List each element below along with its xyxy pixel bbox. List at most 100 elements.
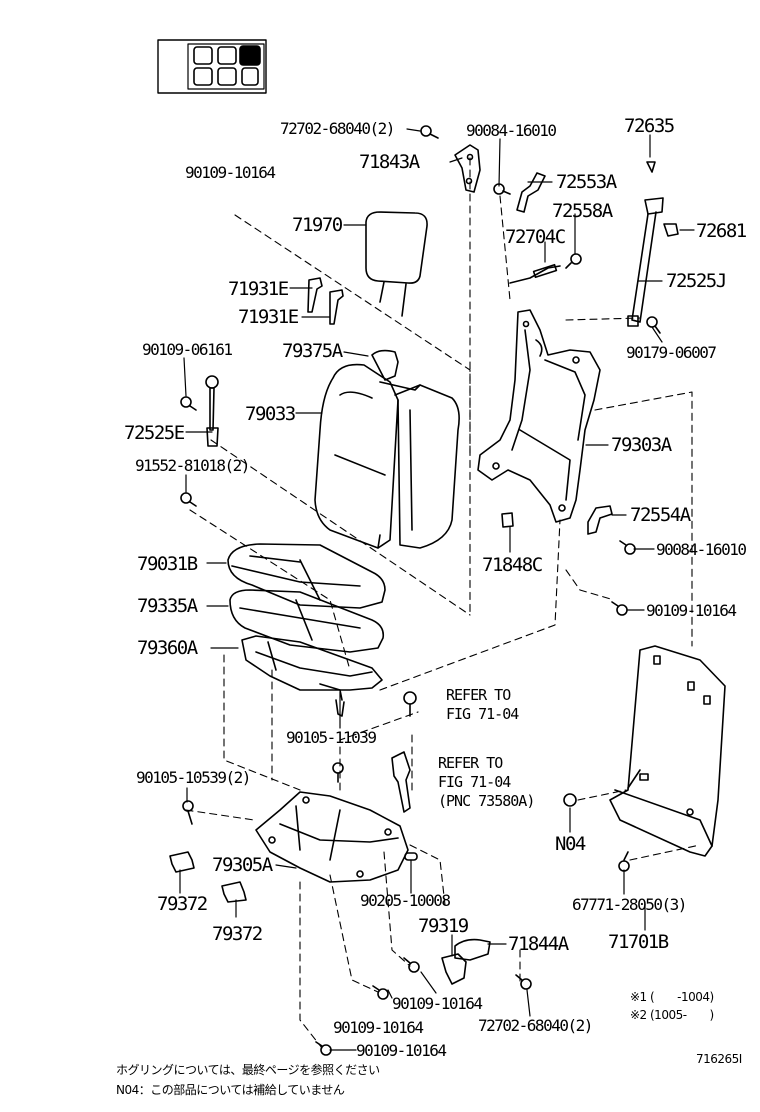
label-79305a: 79305A [212, 854, 273, 876]
bolt-90109-mid [611, 601, 628, 616]
label-72635: 72635 [624, 115, 675, 137]
figure-id: 716265I [696, 1052, 742, 1066]
bracket-72553a [516, 172, 546, 213]
label-71931e-b: 71931E [238, 306, 299, 328]
label-90205: 90205-10008 [360, 891, 451, 910]
cushion-frame-79360a [241, 635, 383, 717]
bolt-72558a [565, 253, 582, 269]
bolt-90109-b1 [403, 957, 420, 973]
refer-note-1: REFER TO FIG 71-04 [446, 686, 519, 724]
clip-n04 [563, 793, 577, 807]
label-71931e-a: 71931E [228, 278, 289, 300]
bolt-90084-mid [619, 540, 636, 555]
refer-note-1-line1: REFER TO [446, 686, 511, 704]
clip-67771 [618, 851, 630, 872]
refer-note-2-line2: FIG 71-04 [438, 773, 511, 791]
seat-position-indicator-icon [157, 39, 267, 94]
headrest-71970 [365, 211, 428, 317]
bolt-90109-b2 [372, 985, 389, 1000]
label-90109-a: 90109-10164 [185, 163, 276, 182]
cushion-cover-79031b [227, 543, 386, 609]
clip-71848c [501, 512, 514, 528]
bracket-71843a [454, 144, 481, 193]
label-71970: 71970 [292, 214, 343, 236]
label-79303a: 79303A [611, 434, 672, 456]
footnote-n04: N04：この部品については補給していません [116, 1083, 345, 1097]
label-72553a: 72553A [556, 171, 617, 193]
label-72558a: 72558A [552, 200, 613, 222]
label-90109-b2: 90109-10164 [333, 1018, 424, 1037]
leader-lines [179, 128, 695, 1051]
cable-72704c [509, 263, 561, 284]
cover-71844a [454, 938, 491, 961]
label-90084-top: 90084-16010 [466, 121, 557, 140]
label-79372-a: 79372 [157, 893, 208, 915]
bolt-72702-bottom [515, 974, 532, 990]
label-79372-b: 79372 [212, 923, 263, 945]
refer-note-1-line2: FIG 71-04 [446, 705, 519, 723]
label-79031b: 79031B [137, 553, 198, 575]
label-90109-mid: 90109-10164 [646, 601, 737, 620]
label-91552: 91552-81018(2) [135, 456, 250, 475]
bolt-91552 [180, 492, 197, 507]
buckle-73580a [391, 751, 411, 813]
clip-72681 [663, 223, 679, 237]
bracket-79319 [441, 953, 467, 985]
seat-frame-79305a [255, 791, 409, 883]
footnote-hog-ring: ホグリングについては、最終ページを参照ください [116, 1063, 380, 1077]
refer-note-2-line1: REFER TO [438, 754, 503, 772]
label-79335a: 79335A [137, 595, 198, 617]
bolt-90084-top [493, 183, 511, 195]
label-90109-b1: 90109-10164 [392, 994, 483, 1013]
label-90105-10539: 90105-10539(2) [136, 768, 251, 787]
label-71844a: 71844A [508, 933, 569, 955]
bolt-refer-1 [403, 691, 417, 717]
seatback-79033 [314, 349, 460, 549]
label-90179: 90179-06007 [626, 343, 717, 362]
label-72554a: 72554A [630, 504, 691, 526]
back-board-71701b [609, 645, 726, 857]
variant-note-2: ※2 (1005- ) [630, 1008, 714, 1022]
label-71843a: 71843A [359, 151, 420, 173]
guide-71931e-b [329, 289, 344, 325]
label-79033: 79033 [245, 403, 296, 425]
label-72681: 72681 [696, 220, 747, 242]
guide-71931e-a [307, 277, 323, 313]
bolt-90105-10539 [182, 800, 194, 825]
label-72525j: 72525J [666, 270, 727, 292]
bracket-72554a [587, 505, 613, 535]
label-72702-top: 72702-68040(2) [280, 119, 395, 138]
label-90109-06161: 90109-06161 [142, 340, 233, 359]
assembly-dashed-lines [185, 157, 701, 1049]
label-71848c: 71848C [482, 554, 543, 576]
label-90109-b3: 90109-10164 [356, 1041, 447, 1060]
rod-72525j [627, 161, 664, 327]
label-79319: 79319 [418, 915, 469, 937]
variant-note-1: ※1 ( -1004) [630, 990, 714, 1004]
cushion-pad-79335a [229, 589, 385, 653]
bolt-90105-11039 [332, 762, 344, 783]
washer-90205 [404, 852, 418, 861]
label-67771: 67771-28050(3) [572, 895, 687, 914]
pad-79372-b [221, 881, 247, 903]
label-90084-mid: 90084-16010 [656, 540, 747, 559]
label-n04: N04 [555, 833, 586, 855]
strap-72525e [205, 375, 219, 447]
seatback-frame-79303a [477, 309, 601, 523]
label-79360a: 79360A [137, 637, 198, 659]
pad-79372-a [169, 851, 195, 873]
label-71701b: 71701B [608, 931, 669, 953]
label-72525e: 72525E [124, 422, 185, 444]
bolt-72702-top [420, 125, 439, 139]
label-79375a: 79375A [282, 340, 343, 362]
bolt-90109-06161 [180, 396, 197, 411]
bolt-90109-b3 [315, 1041, 332, 1056]
refer-note-2-line3: (PNC 73580A) [438, 792, 535, 810]
refer-note-2: REFER TO FIG 71-04 (PNC 73580A) [438, 754, 535, 811]
bolt-90179 [646, 316, 661, 334]
label-72704c: 72704C [505, 226, 566, 248]
label-72702-bottom: 72702-68040(2) [478, 1016, 593, 1035]
label-90105-11039: 90105-11039 [286, 728, 377, 747]
